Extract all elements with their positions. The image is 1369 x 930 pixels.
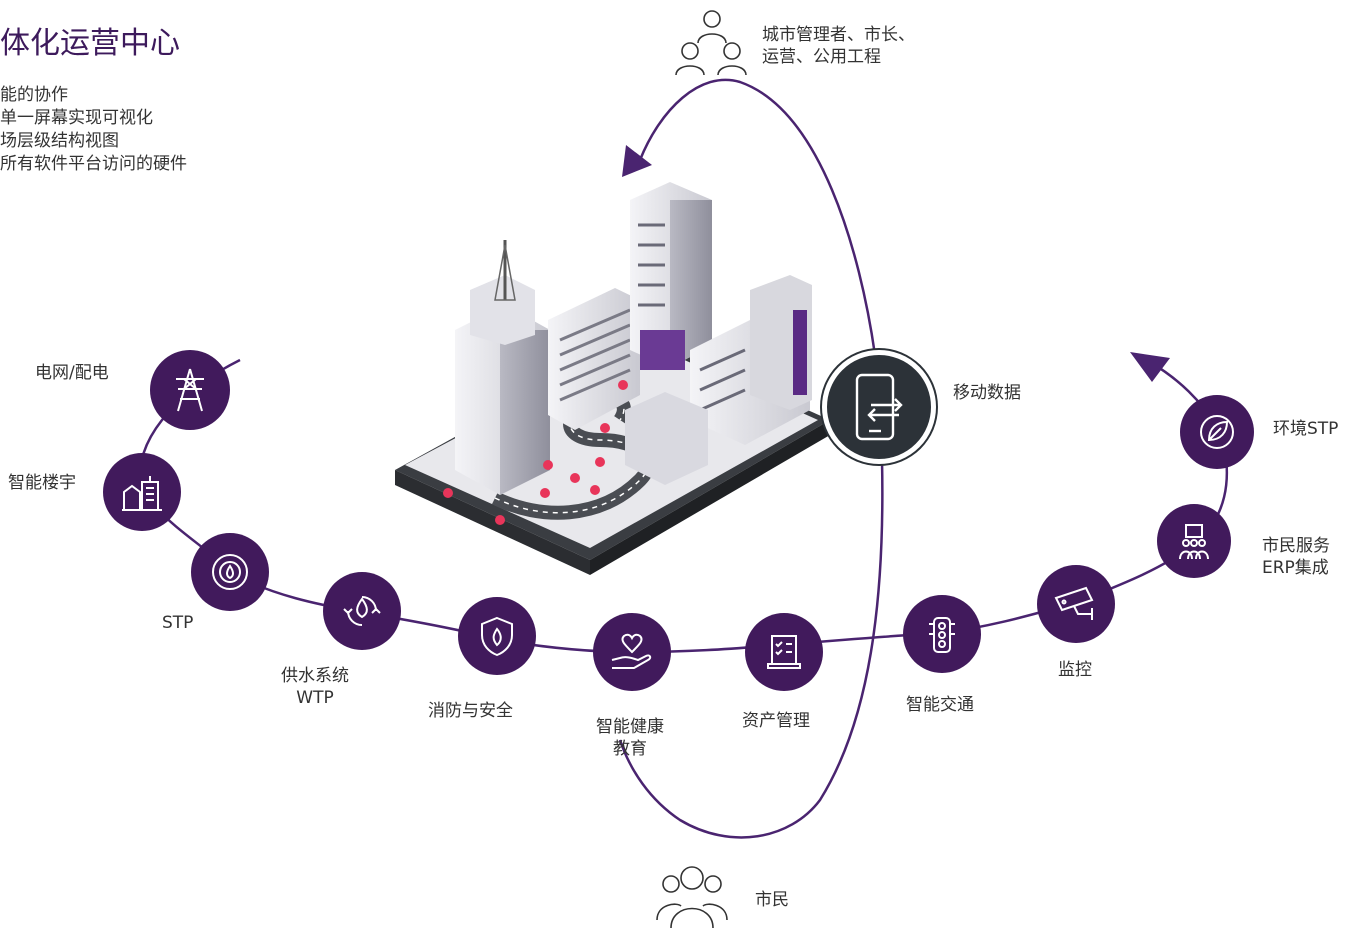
environment-stp-node[interactable] bbox=[1180, 395, 1254, 469]
smart-building-label: 智能楼宇 bbox=[8, 473, 76, 493]
leaf-icon bbox=[1200, 415, 1234, 449]
smart-traffic-label: 智能交通 bbox=[906, 695, 974, 715]
water-supply-node[interactable] bbox=[323, 572, 401, 650]
power-tower-icon bbox=[176, 368, 204, 412]
heart-hand-icon bbox=[611, 633, 652, 669]
buildings-icon bbox=[122, 476, 162, 511]
feature-item: 场层级结构视图 bbox=[0, 131, 119, 151]
feature-item: 单一屏幕实现可视化 bbox=[0, 108, 153, 128]
fire-safety-node[interactable] bbox=[458, 597, 536, 675]
city-managers-icon bbox=[675, 10, 747, 76]
asset-management-label: 资产管理 bbox=[742, 711, 810, 731]
loop-arrowhead bbox=[622, 145, 652, 177]
smart-health-node[interactable] bbox=[593, 613, 671, 691]
mobile-data-label: 移动数据 bbox=[953, 383, 1021, 403]
surveillance-label: 监控 bbox=[1058, 660, 1092, 680]
citizen-label: 市民 bbox=[755, 890, 789, 910]
citizens-icon bbox=[656, 866, 728, 929]
sewage-filter-icon bbox=[212, 554, 248, 590]
mobile-data-node[interactable] bbox=[822, 350, 936, 464]
stp-label: STP bbox=[162, 613, 194, 633]
feature-list: 能的协作 单一屏幕实现可视化 场层级结构视图 所有软件平台访问的硬件 bbox=[0, 84, 187, 176]
citizen-services-label: 市民服务 ERP集成 bbox=[1262, 536, 1330, 578]
water-supply-label: 供水系统 WTP bbox=[281, 666, 349, 708]
asset-management-node[interactable] bbox=[745, 613, 823, 691]
citizen-services-node[interactable] bbox=[1157, 504, 1231, 578]
surveillance-node[interactable] bbox=[1037, 565, 1115, 643]
feature-item: 能的协作 bbox=[0, 85, 68, 105]
env-arrowhead bbox=[1130, 352, 1170, 382]
mobile-sync-icon bbox=[855, 373, 903, 441]
water-drop-cycle-icon bbox=[343, 596, 381, 626]
fire-safety-label: 消防与安全 bbox=[428, 701, 513, 721]
power-grid-label: 电网/配电 bbox=[35, 363, 109, 383]
power-grid-node[interactable] bbox=[150, 350, 230, 430]
city-illustration bbox=[395, 182, 830, 575]
main-flow-loop bbox=[618, 78, 884, 839]
checklist-laptop-icon bbox=[767, 635, 801, 669]
traffic-light-icon bbox=[929, 617, 955, 653]
feature-item: 所有软件平台访问的硬件 bbox=[0, 154, 187, 174]
environment-stp-label: 环境STP bbox=[1273, 419, 1339, 439]
top-users-label: 城市管理者、市长、 运营、公用工程 bbox=[762, 25, 915, 67]
stp-node[interactable] bbox=[191, 533, 269, 611]
cctv-camera-icon bbox=[1054, 586, 1094, 620]
citizen-group-icon bbox=[1179, 524, 1209, 560]
page-title: 体化运营中心 bbox=[0, 26, 180, 61]
fire-shield-icon bbox=[481, 616, 513, 657]
smart-building-node[interactable] bbox=[103, 453, 181, 531]
smart-traffic-node[interactable] bbox=[903, 595, 981, 673]
smart-health-label: 智能健康 教育 bbox=[596, 717, 664, 759]
